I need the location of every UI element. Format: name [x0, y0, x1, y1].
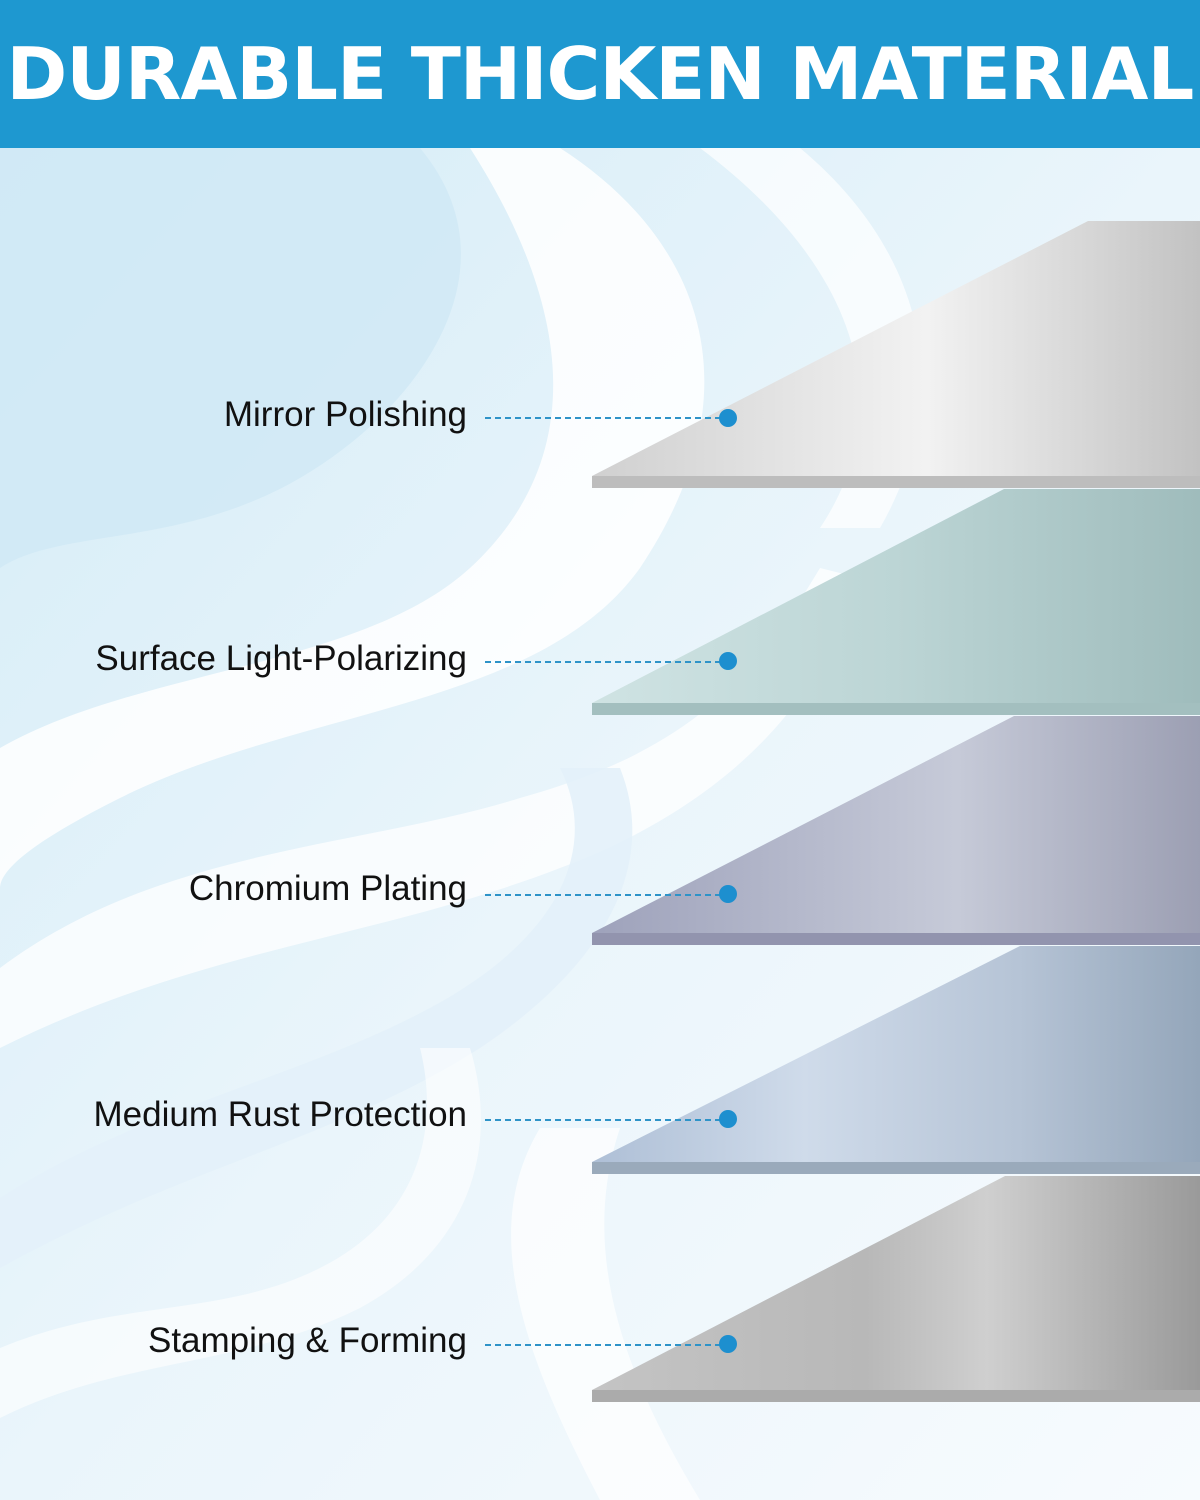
layer-plate-chromium-plating — [592, 716, 1200, 945]
leader-line — [485, 894, 721, 896]
layer-label-surface-light-polarizing: Surface Light-Polarizing — [95, 639, 467, 678]
marker-dot — [719, 652, 737, 670]
layer-plate-surface-light-polarizing — [592, 489, 1200, 715]
layer-label-mirror-polishing: Mirror Polishing — [223, 395, 467, 434]
layer-label-medium-rust-protection: Medium Rust Protection — [93, 1095, 467, 1134]
layer-plate-mirror-polishing — [592, 221, 1200, 488]
leader-line — [485, 1344, 721, 1346]
layer-plate-medium-rust-protection — [592, 946, 1200, 1174]
leader-line — [485, 417, 721, 419]
header-banner: DURABLE THICKEN MATERIAL — [0, 0, 1200, 148]
leader-line — [485, 661, 721, 663]
marker-dot — [719, 885, 737, 903]
marker-dot — [719, 1110, 737, 1128]
layer-plate-stamping-forming — [592, 1176, 1200, 1402]
marker-dot — [719, 1335, 737, 1353]
layer-label-chromium-plating: Chromium Plating — [188, 869, 467, 908]
page-title: DURABLE THICKEN MATERIAL — [6, 32, 1195, 116]
marker-dot — [719, 409, 737, 427]
leader-line — [485, 1119, 721, 1121]
layer-label-stamping-forming: Stamping & Forming — [147, 1321, 467, 1360]
